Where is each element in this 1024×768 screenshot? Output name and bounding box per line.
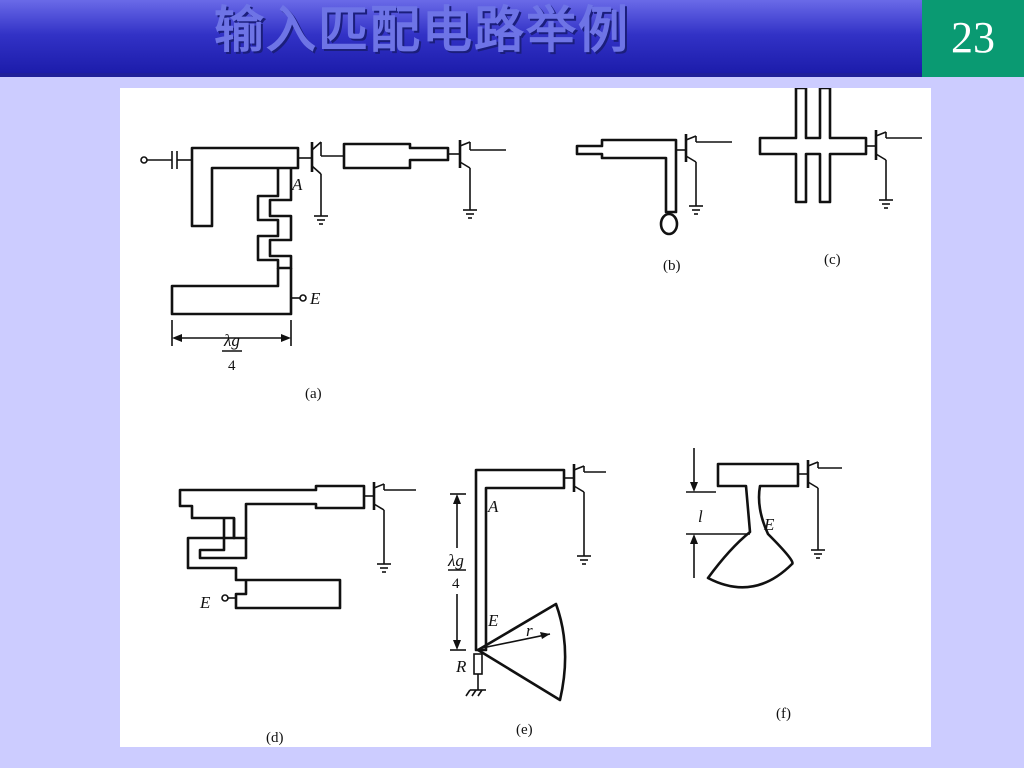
- title-bar: [0, 0, 1024, 77]
- label-A-e: A: [487, 497, 499, 516]
- caption-c: (c): [824, 252, 841, 268]
- caption-b: (b): [663, 258, 681, 274]
- label-E-a: E: [309, 289, 321, 308]
- label-lambda-a: λg: [223, 331, 240, 350]
- caption-e: (e): [516, 722, 533, 738]
- caption-f: (f): [776, 706, 791, 722]
- label-E-d: E: [199, 593, 211, 612]
- circuit-d: E (d): [178, 482, 416, 746]
- label-A-a: A: [291, 175, 303, 194]
- circuit-c: (c): [758, 88, 922, 268]
- circuit-b: (b): [575, 134, 732, 274]
- slide-title: 输入匹配电路举例: [214, 1, 630, 59]
- label-quarter-e: 4: [452, 576, 460, 592]
- circuit-a: λg 4 A E (a): [140, 140, 506, 402]
- circuit-f: l E (f): [686, 448, 842, 722]
- circuit-figure: λg 4 A E (a) (b) (c): [120, 88, 931, 747]
- caption-d: (d): [266, 730, 284, 746]
- circuit-e: λg 4 A E R r (e): [447, 464, 606, 738]
- label-l-f: l: [698, 507, 703, 526]
- circuit-drawing: λg 4 A E (a) (b) (c): [140, 88, 922, 746]
- label-R-e: R: [455, 657, 467, 676]
- label-E-e: E: [487, 611, 499, 630]
- label-quarter-a: 4: [228, 358, 236, 374]
- page-number: 23: [922, 0, 1024, 77]
- label-E-f: E: [763, 515, 775, 534]
- label-lambda-e: λg: [447, 551, 464, 570]
- caption-a: (a): [305, 386, 322, 402]
- label-r-e: r: [526, 621, 533, 640]
